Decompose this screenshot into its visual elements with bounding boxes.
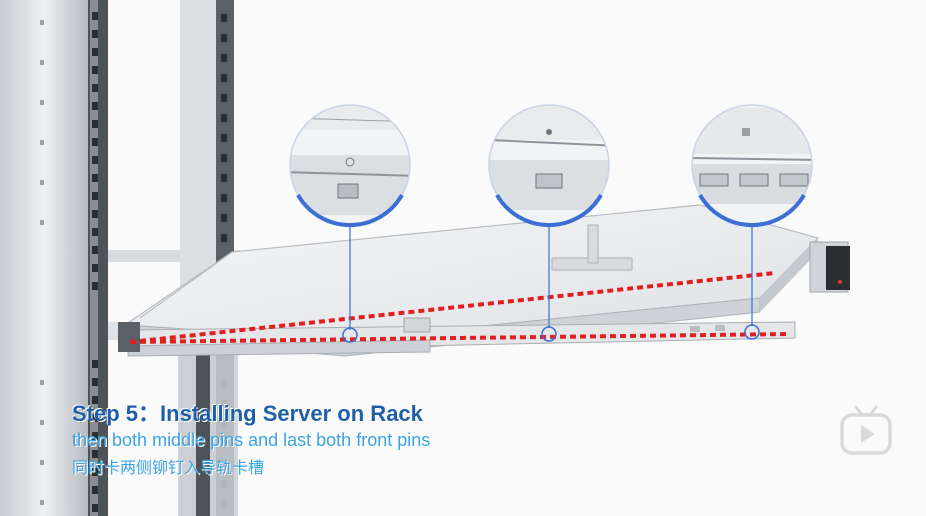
power-module: [826, 246, 850, 290]
step-subtitle-chinese: 同时卡两侧铆钉入导轨卡槽: [72, 460, 265, 477]
rack-post-left: [0, 0, 108, 516]
alignment-guides: [129, 271, 791, 344]
callout-rear-pin: [289, 104, 411, 343]
step-subtitle-english: then both middle pins and last both fron…: [72, 430, 431, 450]
chassis-center-bracket: [551, 224, 633, 271]
callout-middle-pin: [488, 104, 610, 342]
callout-front-pin: [691, 104, 813, 340]
step-title: Step 5：Installing Server on Rack: [72, 401, 423, 426]
play-logo-icon: [840, 405, 892, 455]
